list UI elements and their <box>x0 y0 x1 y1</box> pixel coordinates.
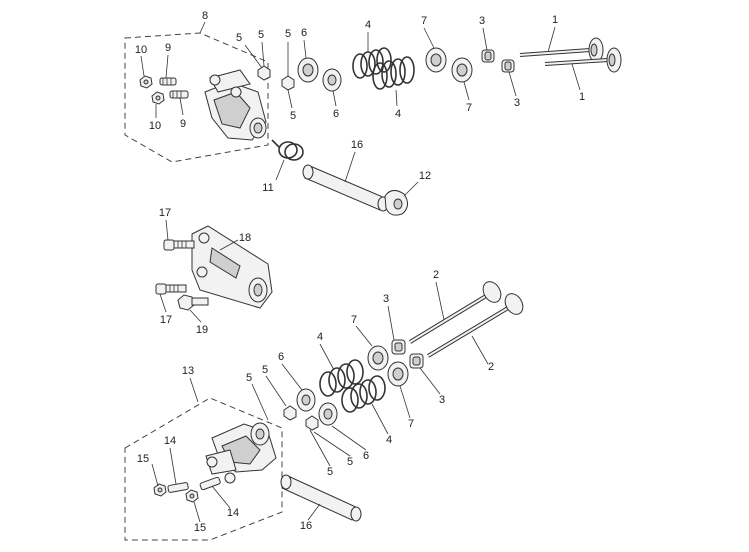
retainer-6-c <box>296 388 316 412</box>
label-1-a: 1 <box>552 14 558 26</box>
bolt-19 <box>177 294 209 311</box>
spring-seat-7-c <box>367 345 389 371</box>
group-13-boundary <box>124 397 283 541</box>
label-6-a: 6 <box>301 27 307 39</box>
callout-labels: 8 10 9 10 9 5 5 5 6 4 7 3 1 5 6 4 7 3 1 … <box>135 10 585 534</box>
middle-bracket-assembly <box>155 219 273 323</box>
nut-5-b <box>281 75 295 91</box>
label-5-c: 5 <box>285 28 291 40</box>
label-5-e: 5 <box>262 364 268 376</box>
label-6-b: 6 <box>333 108 339 120</box>
label-18: 18 <box>239 232 251 244</box>
label-15-upper: 15 <box>137 453 149 465</box>
label-4-d: 4 <box>386 434 392 446</box>
valve-spring-4-a <box>352 47 392 79</box>
label-7-b: 7 <box>466 102 472 114</box>
torsion-spring-11 <box>271 139 304 161</box>
label-10-lower: 10 <box>149 120 161 132</box>
retainer-6-b <box>322 68 342 92</box>
valve-spring-4-b <box>372 56 415 90</box>
label-6-d: 6 <box>363 450 369 462</box>
label-5-h: 5 <box>327 466 333 478</box>
valve-seal-3-b <box>501 59 515 73</box>
screw-14-lower <box>199 476 221 491</box>
label-7-c: 7 <box>351 314 357 326</box>
rocker-arm-lower <box>205 422 277 484</box>
clip-12 <box>384 190 408 216</box>
valve-spring-4-d <box>341 375 386 413</box>
label-14-lower: 14 <box>227 507 239 519</box>
upper-rocker-assembly <box>124 21 622 216</box>
label-12: 12 <box>419 170 431 182</box>
label-4-b: 4 <box>395 108 401 120</box>
bolt-17-upper <box>163 239 195 251</box>
label-4-c: 4 <box>317 331 323 343</box>
valve-seal-3-a <box>481 49 495 63</box>
rocker-shaft-16-upper <box>302 164 389 212</box>
nut-5-d <box>305 415 319 431</box>
valve-seal-3-d <box>409 353 424 369</box>
label-2-a: 2 <box>433 269 439 281</box>
label-1-b: 1 <box>579 91 585 103</box>
label-3-b: 3 <box>514 97 520 109</box>
lower-rocker-assembly <box>124 281 524 541</box>
label-10-upper: 10 <box>135 44 147 56</box>
screw-9-lower <box>169 90 189 99</box>
nut-5-c <box>283 405 297 421</box>
valve-spring-4-c <box>319 359 364 397</box>
label-9-lower: 9 <box>180 118 186 130</box>
label-5-d: 5 <box>290 110 296 122</box>
label-3-a: 3 <box>479 15 485 27</box>
label-17-upper: 17 <box>159 207 171 219</box>
screw-14-upper <box>167 482 189 493</box>
rocker-shaft-16-lower <box>280 474 362 522</box>
spring-seat-7-d <box>387 361 409 387</box>
retainer-6-d <box>318 402 338 426</box>
valve-1-b <box>544 47 622 73</box>
bolt-17-lower <box>155 283 187 295</box>
label-2-b: 2 <box>488 361 494 373</box>
label-7-d: 7 <box>408 418 414 430</box>
rocker-arm-upper <box>204 69 267 141</box>
valve-2-a <box>408 281 502 344</box>
label-6-c: 6 <box>278 351 284 363</box>
bracket-18 <box>191 225 273 309</box>
label-3-d: 3 <box>439 394 445 406</box>
label-11: 11 <box>262 182 273 194</box>
spring-seat-7-b <box>451 57 473 83</box>
label-17-lower: 17 <box>160 314 172 326</box>
label-8: 8 <box>202 10 208 22</box>
valve-2-b <box>426 293 524 358</box>
label-13: 13 <box>182 365 194 377</box>
label-7-a: 7 <box>421 15 427 27</box>
label-5-f: 5 <box>246 372 252 384</box>
valve-seal-3-c <box>391 339 406 355</box>
label-14-upper: 14 <box>164 435 176 447</box>
label-16-upper: 16 <box>351 139 363 151</box>
label-4-a: 4 <box>365 19 371 31</box>
retainer-6-a <box>297 57 319 83</box>
label-16-lower: 16 <box>300 520 312 532</box>
label-3-c: 3 <box>383 293 389 305</box>
label-15-lower: 15 <box>194 522 206 534</box>
label-5-g: 5 <box>347 456 353 468</box>
screw-9-upper <box>159 77 177 86</box>
spring-seat-7-a <box>425 47 447 73</box>
valve-1-a <box>519 37 604 63</box>
label-5-b: 5 <box>258 29 264 41</box>
label-5-a: 5 <box>236 32 242 44</box>
label-9-upper: 9 <box>165 42 171 54</box>
label-19: 19 <box>196 324 208 336</box>
